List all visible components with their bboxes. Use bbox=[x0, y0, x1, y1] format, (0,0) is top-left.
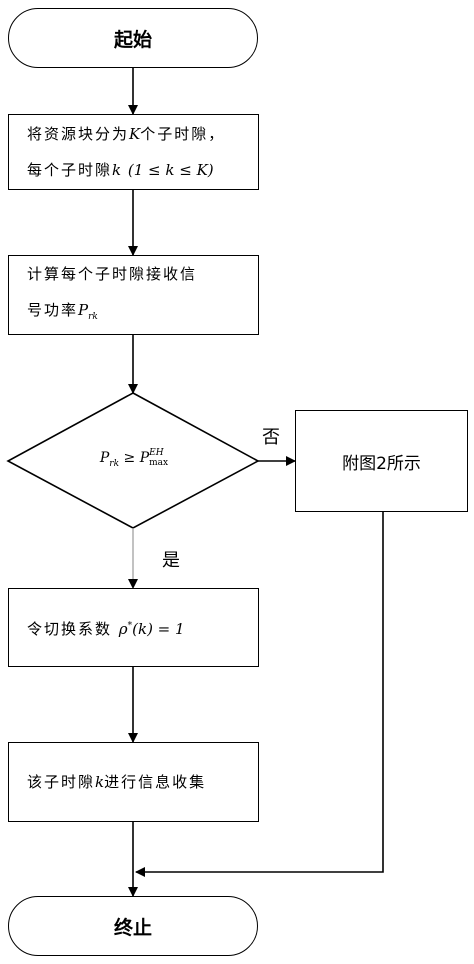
step3-box: 令切换系数 ρ*(k) = 1 bbox=[8, 588, 259, 667]
start-label: 起始 bbox=[113, 28, 152, 51]
step2-line1: 计算每个子时隙接收信 bbox=[27, 264, 198, 283]
step4-box: 该子时隙k进行信息收集 bbox=[8, 742, 259, 822]
step1-box: 将资源块分为K个子时隙， 每个子时隙k (1 ≤ k ≤ K) bbox=[8, 114, 259, 190]
step3-line: 令切换系数 ρ*(k) = 1 bbox=[27, 620, 185, 638]
arrow-side-to-merge bbox=[135, 512, 384, 877]
end-terminal: 终止 bbox=[8, 896, 258, 956]
side-box-label: 附图2所示 bbox=[342, 453, 421, 474]
step4-line: 该子时隙k进行信息收集 bbox=[27, 773, 207, 791]
no-branch-label: 否 bbox=[262, 427, 280, 448]
step2-line2: 号功率Prk bbox=[27, 300, 98, 322]
yes-branch-label: 是 bbox=[162, 550, 180, 571]
side-box: 附图2所示 bbox=[295, 410, 468, 512]
step2-box: 计算每个子时隙接收信 号功率Prk bbox=[8, 255, 259, 335]
step1-line2: 每个子时隙k (1 ≤ k ≤ K) bbox=[27, 161, 214, 179]
end-label: 终止 bbox=[113, 916, 152, 939]
start-terminal: 起始 bbox=[8, 8, 258, 68]
step1-line1: 将资源块分为K个子时隙， bbox=[27, 125, 226, 143]
